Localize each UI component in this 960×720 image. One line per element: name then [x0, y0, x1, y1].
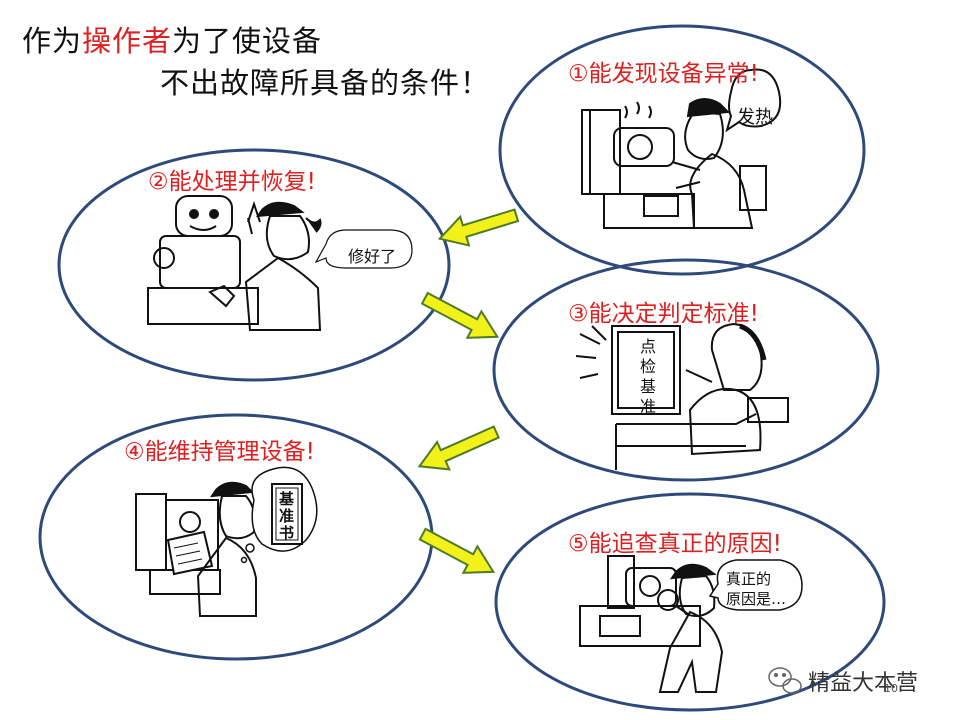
board-char-2: 检 — [640, 357, 656, 376]
machine-column — [581, 109, 621, 195]
page-number: 10 — [884, 682, 898, 695]
arrow-step1-to-step2 — [437, 208, 520, 247]
v-sign — [247, 200, 261, 235]
operator-body — [658, 610, 724, 693]
machine-column — [135, 493, 167, 571]
step2-speech-text: 修好了 — [348, 247, 396, 266]
arrow-step4-to-step5 — [418, 527, 496, 574]
operator-head — [218, 495, 256, 540]
step2-caption: ②能处理并恢复! — [148, 169, 316, 195]
arrow-step2-to-step3 — [420, 291, 500, 339]
operator-head — [265, 215, 310, 261]
manual-char-2: 准 — [279, 507, 294, 525]
manual-char-1: 基 — [278, 490, 295, 508]
machine-base — [149, 569, 221, 595]
machine-column — [607, 555, 635, 609]
step3-illustration — [575, 322, 789, 470]
step2-illustration — [147, 195, 413, 331]
step5-illustration — [579, 555, 803, 693]
title-prefix: 作为 — [22, 24, 83, 58]
step5-ellipse — [494, 492, 886, 712]
title-suffix: 为了使设备 — [172, 24, 323, 58]
operator-cap — [209, 481, 255, 498]
desk-box — [747, 397, 789, 423]
operator-body — [688, 388, 762, 456]
machine-table — [147, 287, 259, 325]
standard-board — [611, 325, 681, 415]
operator-body — [244, 256, 322, 331]
wechat-icon — [768, 667, 802, 694]
side-cabinet — [739, 165, 767, 211]
step5-speech-line1: 真正的 — [726, 570, 771, 588]
manual-book — [271, 483, 303, 545]
step2-ellipse — [57, 148, 451, 382]
emphasis-lines — [575, 325, 607, 379]
machine-body — [159, 235, 241, 289]
arrow-step3-to-step4 — [417, 425, 500, 471]
operator-cap — [256, 201, 305, 218]
wrench-icon — [208, 284, 236, 308]
step1-caption: ①能发现设备异常! — [568, 61, 759, 87]
step4-illustration — [135, 466, 318, 617]
operator-cap — [670, 563, 717, 580]
slide-title-line1: 作为操作者为了使设备 — [22, 18, 322, 60]
board-char-4: 准 — [640, 397, 656, 416]
step3-ellipse — [492, 258, 880, 482]
heat-waves — [624, 101, 652, 119]
operator-head — [684, 110, 724, 160]
step2-speech-bubble — [314, 229, 413, 269]
manual-char-3: 书 — [279, 524, 294, 542]
desk — [615, 413, 757, 470]
machine-base — [579, 605, 701, 647]
operator-body — [196, 536, 257, 617]
machine-motor — [613, 127, 675, 167]
magnifier-icon — [657, 589, 679, 611]
control-panel — [643, 195, 679, 217]
operator-head — [678, 574, 716, 617]
slide-title-line2: 不出故障所具备的条件！ — [160, 66, 491, 100]
step1-illustration — [581, 68, 782, 229]
control-panel — [599, 615, 641, 637]
step1-speech-bubble — [725, 68, 782, 133]
step3-caption: ③能决定判定标准! — [568, 301, 759, 327]
step5-speech-bubble — [708, 559, 803, 611]
step1-ellipse — [498, 24, 866, 276]
title-highlight: 操作者 — [82, 24, 173, 58]
step5-caption: ⑤能追查真正的原因! — [568, 531, 782, 557]
machine-base — [603, 193, 695, 229]
handwheel — [153, 247, 175, 269]
board-char-1: 点 — [640, 337, 656, 356]
step5-speech-line2: 原因是… — [726, 590, 786, 608]
watermark: 精益大本营 — [808, 671, 919, 696]
step1-speech-text: 发热 — [737, 107, 773, 128]
board-char-3: 基 — [640, 377, 656, 396]
step4-caption: ④能维持管理设备! — [124, 439, 315, 465]
